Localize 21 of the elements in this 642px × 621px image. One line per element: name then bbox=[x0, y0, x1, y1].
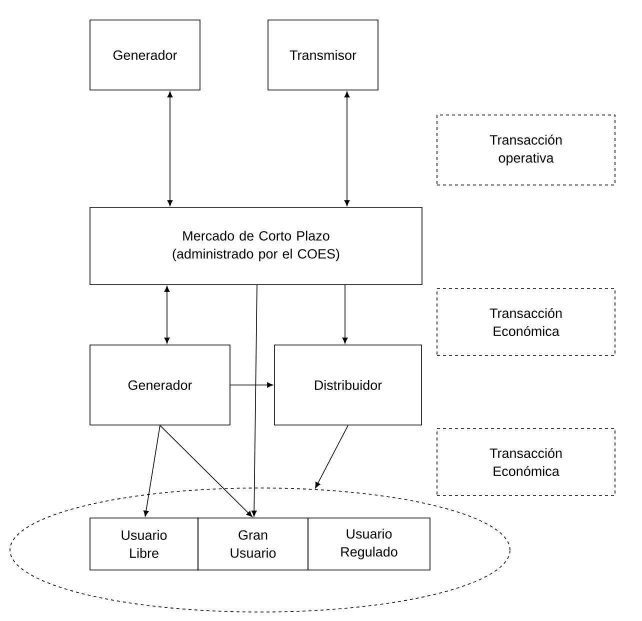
arrow bbox=[251, 284, 258, 517]
process-box: Mercado de Corto Plazo (administrado por el COES) bbox=[90, 207, 422, 285]
arrow bbox=[160, 425, 252, 517]
arrow bbox=[167, 91, 173, 206]
process-box: Generador bbox=[90, 20, 200, 90]
process-box: Generador bbox=[90, 344, 230, 426]
user-box: Usuario Libre bbox=[90, 518, 198, 570]
arrow bbox=[344, 91, 350, 206]
arrow bbox=[315, 425, 348, 488]
group-ellipse bbox=[10, 488, 510, 612]
note-box: Transacción Económica bbox=[436, 288, 616, 356]
arrow bbox=[143, 425, 160, 517]
process-box: Distribuidor bbox=[274, 344, 422, 426]
note-box: Transacción operativa bbox=[436, 114, 616, 186]
arrow bbox=[230, 382, 274, 388]
arrow bbox=[164, 286, 170, 344]
arrow bbox=[342, 284, 348, 344]
process-box: Transmisor bbox=[268, 20, 378, 90]
user-box: Usuario Regulado bbox=[308, 518, 430, 570]
user-box: Gran Usuario bbox=[198, 518, 308, 570]
note-box: Transacción Económica bbox=[436, 428, 616, 496]
